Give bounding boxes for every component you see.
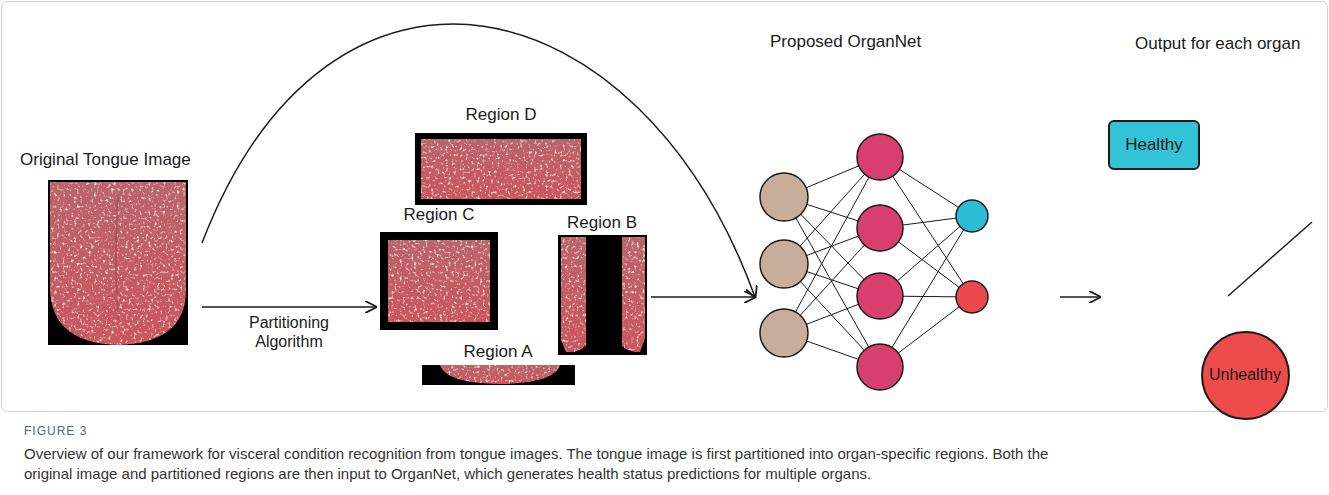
region-panel: Region B [553, 210, 651, 358]
edge-label-holder: Partitioning Algorithm [239, 313, 339, 351]
node-label: Region C [404, 205, 475, 225]
node-label: Unhealthy [1209, 365, 1281, 385]
node-label: Proposed OrganNet [770, 32, 921, 52]
status-box: Healthy [1108, 120, 1200, 170]
image-panel: Original Tongue Image [16, 146, 202, 348]
node-label: Healthy [1125, 135, 1183, 155]
flow-arrow [651, 296, 755, 298]
region-panel: Region C [376, 203, 502, 333]
region-crop [422, 365, 575, 385]
figure-number: FIGURE 3 [24, 424, 87, 438]
caption-holder: Overview of our framework for visceral c… [24, 444, 1094, 484]
region-panel: Region D [412, 103, 590, 207]
figure-frame [2, 2, 1328, 412]
flow-arrow [202, 24, 755, 297]
node-label: Original Tongue Image [20, 150, 191, 170]
divider-slash [1228, 222, 1312, 296]
network-links [784, 157, 972, 367]
figure-caption: Overview of our framework for visceral c… [24, 444, 1094, 484]
figure-number-text: FIGURE 3 [24, 424, 87, 438]
node-label: Region D [466, 105, 537, 125]
region-crop [380, 232, 498, 330]
node-label: Region B [567, 213, 637, 233]
network-panel: Proposed OrganNet [755, 22, 1060, 397]
status-circle: Unhealthy [1201, 331, 1290, 420]
network-neurons [760, 134, 988, 390]
edge-label: Partitioning Algorithm [239, 313, 339, 351]
output-group: Output for each organHealthyUnhealthy [1100, 30, 1325, 420]
flow-arrow [1060, 296, 1100, 298]
tongue-photo [48, 180, 188, 345]
region-crop [415, 133, 587, 205]
region-panel: Region A [418, 340, 578, 388]
flow-arrow [202, 306, 376, 308]
region-crop [558, 235, 647, 355]
node-label: Region A [464, 342, 533, 362]
node-label: Output for each organ [1135, 34, 1300, 54]
